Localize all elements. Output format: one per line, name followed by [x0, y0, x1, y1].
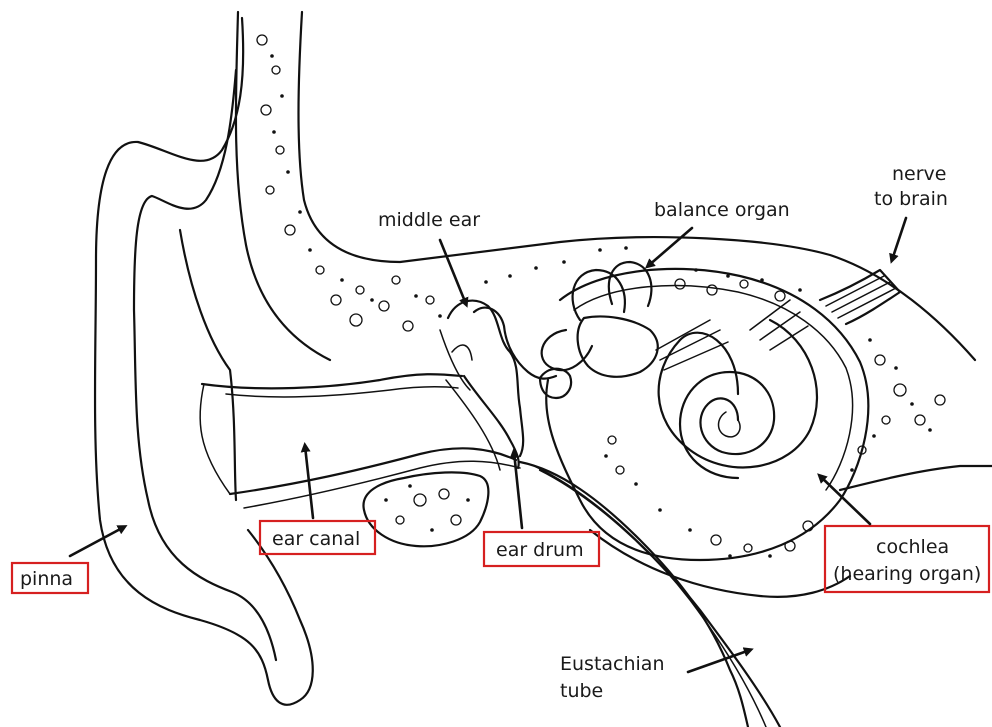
- skull-right-edge: [840, 466, 992, 490]
- ear-canal-label: ear canal: [272, 528, 360, 550]
- temporal-bone-region: [546, 269, 868, 560]
- annotations: pinna ear canal ear drum middle ear bala…: [12, 163, 989, 702]
- semicircular-canal-3: [542, 330, 592, 370]
- ossicle-malleus: [448, 301, 523, 456]
- ear-canal-upper-wall: [202, 374, 462, 388]
- pinna-inner-fold: [134, 70, 276, 660]
- pinna-label: pinna: [20, 568, 73, 590]
- cochlea-outer: [659, 320, 817, 467]
- ossicle-stapes: [540, 369, 571, 398]
- eustachian-arrow: [688, 650, 750, 672]
- balance-organ-arrow: [648, 228, 692, 266]
- semicircular-canal-1: [573, 270, 625, 320]
- cochlea-label-line2: (hearing organ): [833, 563, 981, 585]
- ear-canal-arrow: [305, 446, 313, 518]
- eustachian-tube-upper: [520, 462, 748, 727]
- temporal-bone-inner: [574, 286, 853, 490]
- ear-drum-membrane: [464, 376, 519, 468]
- middle-ear-label: middle ear: [378, 209, 480, 231]
- nerve-arrow: [892, 218, 906, 260]
- cochlea-label-line1: cochlea: [876, 536, 949, 558]
- ear-drum-inner: [446, 380, 500, 470]
- ear-illustration: [95, 12, 992, 727]
- semicircular-canal-2: [609, 262, 652, 306]
- cochlea-arrow: [820, 476, 870, 524]
- concha-outline: [180, 230, 236, 500]
- balance-organ-label: balance organ: [654, 199, 790, 221]
- ear-drum-label: ear drum: [496, 539, 584, 561]
- eustachian-label-line1: Eustachian: [560, 653, 665, 675]
- nerve-label-line1: nerve: [892, 163, 946, 185]
- cochlea-spiral: [680, 372, 774, 478]
- skull-lower-right: [590, 530, 850, 597]
- pinna-arrow: [70, 527, 124, 556]
- eustachian-label-line2: tube: [560, 680, 603, 702]
- pinna-outline: [95, 18, 313, 705]
- skull-bone-outer: [236, 12, 330, 360]
- vestibule: [578, 317, 658, 377]
- bone-blob: [363, 472, 488, 546]
- ear-canal-entrance: [200, 384, 230, 494]
- nerve-label-line2: to brain: [874, 188, 948, 210]
- middle-ear-arrow: [440, 240, 466, 304]
- ear-canal-lower-wall: [230, 448, 516, 494]
